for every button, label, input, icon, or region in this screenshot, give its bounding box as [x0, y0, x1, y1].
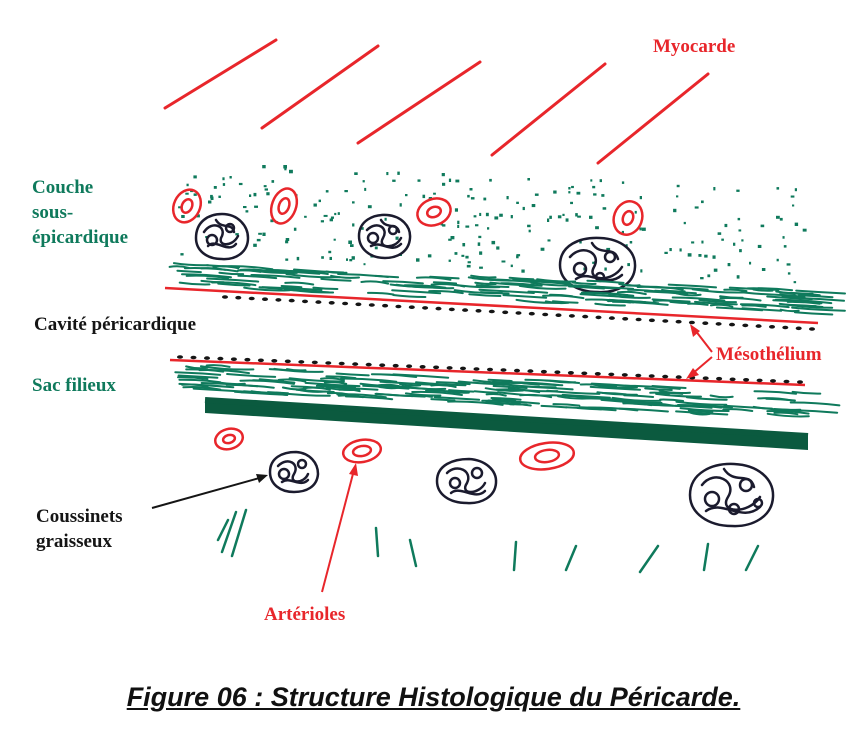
parietal-mesothelium-line [169, 358, 806, 387]
connective-strands [216, 508, 760, 574]
fibrous-sac-fibers [174, 364, 841, 418]
label-couche-line1: Couche [32, 177, 93, 198]
visceral-mesothelium-line [164, 286, 819, 325]
label-coussinets-line2: graisseux [36, 531, 113, 552]
label-mesothelium: Mésothélium [716, 344, 822, 365]
label-coussinets-line1: Coussinets [36, 506, 123, 527]
label-sac: Sac filieux [32, 375, 116, 396]
label-couche-line3: épicardique [32, 227, 128, 248]
mesothelium-cells-lower [177, 355, 803, 384]
visceral-fibers [168, 262, 846, 316]
label-arterioles: Artérioles [264, 604, 345, 625]
label-cavite: Cavité péricardique [34, 314, 196, 335]
myocardium-strokes [163, 38, 710, 165]
mesothelium-cells-upper [222, 295, 815, 331]
figure-caption: Figure 06 : Structure Histologique du Pé… [126, 682, 741, 712]
label-pointers [151, 324, 713, 593]
outer-arterioles [213, 427, 576, 471]
subepicardial-fat-cells [194, 212, 637, 294]
fibrous-band [205, 400, 808, 450]
label-myocarde: Myocarde [653, 36, 735, 57]
label-couche-line2: sous- [32, 202, 73, 223]
subepicardial-dots [178, 165, 807, 284]
outer-fat-cells [268, 450, 775, 528]
subepicardial-arterioles [171, 187, 644, 236]
